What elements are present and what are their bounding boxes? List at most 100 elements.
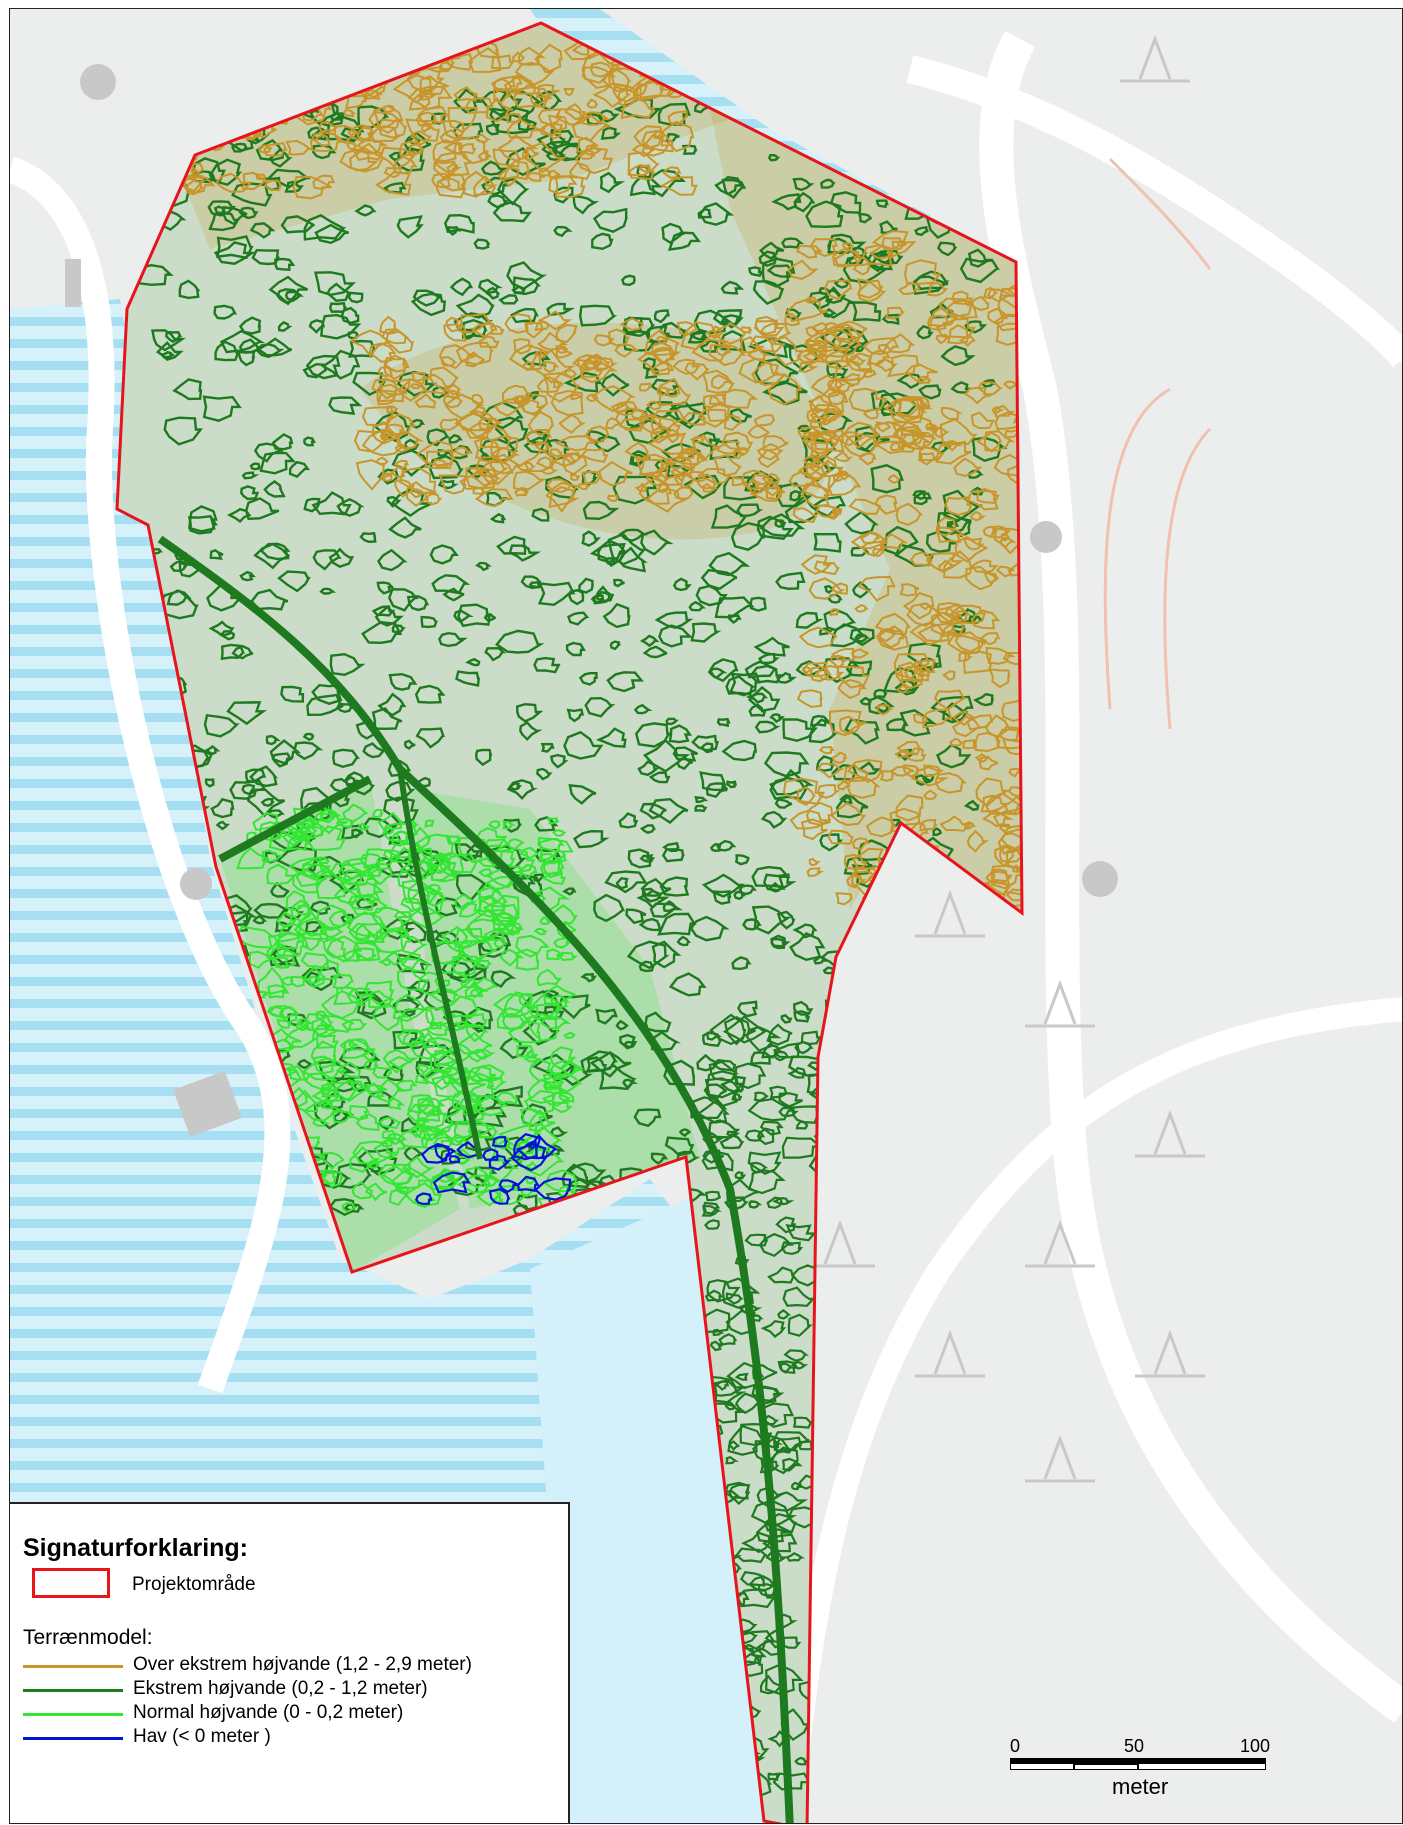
map-canvas[interactable] <box>10 9 1403 1824</box>
contour-line <box>747 1097 795 1122</box>
contour-line <box>856 277 884 299</box>
contour-line <box>639 634 660 648</box>
contour-line <box>536 767 553 781</box>
contour-line <box>372 105 404 134</box>
contour-line <box>333 986 368 1005</box>
contour-line <box>208 211 241 232</box>
contour-line <box>740 336 765 354</box>
contour-line <box>787 1066 807 1079</box>
contour-line <box>448 1155 461 1164</box>
contour-line <box>288 460 311 479</box>
contour-line <box>401 1029 428 1045</box>
contour-line <box>729 407 752 424</box>
contour-line <box>829 654 846 669</box>
contour-line <box>904 259 942 285</box>
contour-line <box>474 1064 505 1083</box>
contour-line <box>790 1360 809 1370</box>
contour-line <box>696 1053 719 1072</box>
contour-line <box>258 144 273 154</box>
contour-line <box>210 158 243 187</box>
contour-line <box>734 1547 770 1564</box>
contour-line <box>734 1171 747 1180</box>
contour-line <box>983 571 998 585</box>
contour-line <box>578 304 618 327</box>
contour-line <box>300 786 333 812</box>
contour-line <box>651 409 686 430</box>
contour-line <box>416 776 432 788</box>
contour-line <box>647 432 687 455</box>
contour-line <box>515 948 540 971</box>
contour-line <box>962 739 976 750</box>
contour-line <box>918 384 942 400</box>
contour-line <box>420 124 432 133</box>
contour-line <box>487 1085 524 1108</box>
contour-line <box>493 938 507 949</box>
contour-line <box>905 363 938 385</box>
contour-line <box>918 446 945 462</box>
contour-line <box>268 943 300 969</box>
contour-line <box>572 194 600 215</box>
contour-line <box>368 990 394 1009</box>
contour-line <box>638 413 664 435</box>
contour-line <box>909 622 946 646</box>
contour-line <box>581 470 603 485</box>
contour-line <box>976 487 1000 504</box>
contour-line <box>658 377 692 407</box>
contour-line <box>592 82 632 108</box>
contour-line <box>312 1118 331 1127</box>
contour-line <box>917 375 933 385</box>
contour-line <box>581 66 617 89</box>
contour-line <box>895 684 909 694</box>
contour-line <box>699 771 728 792</box>
contour-line <box>846 873 867 889</box>
contour-line <box>912 665 932 677</box>
contour-line <box>789 931 826 962</box>
contour-line <box>356 139 389 155</box>
contour-line <box>884 306 906 320</box>
contour-line <box>160 351 176 359</box>
contour-line <box>519 846 539 860</box>
contour-line <box>618 528 648 542</box>
contour-line <box>965 565 999 591</box>
contour-line <box>641 129 674 153</box>
contour-line <box>371 420 405 445</box>
contour-line <box>823 279 853 301</box>
contour-line <box>352 1140 398 1166</box>
contour-line <box>769 713 785 724</box>
contour-line <box>618 546 648 573</box>
contour-line <box>912 713 928 724</box>
project-boundary[interactable] <box>115 21 1024 1824</box>
contour-line <box>859 530 880 545</box>
contour-line <box>902 442 918 453</box>
contour-line <box>483 613 497 622</box>
contour-line <box>705 782 728 799</box>
contour-line <box>552 829 567 837</box>
contour-line <box>165 330 183 343</box>
contour-line <box>363 848 400 869</box>
contour-line <box>694 804 708 813</box>
contour-line <box>759 513 806 537</box>
contour-line <box>727 1424 765 1456</box>
contour-line <box>379 428 394 441</box>
contour-line <box>361 428 407 457</box>
contour-line <box>975 777 1011 808</box>
contour-line <box>787 1313 813 1337</box>
contour-line <box>484 838 509 853</box>
contour-line <box>807 291 834 310</box>
contour-line <box>246 787 286 818</box>
contour-line <box>493 398 521 417</box>
contour-line <box>320 1014 354 1033</box>
contour-line <box>974 753 990 763</box>
contour-line <box>252 812 282 832</box>
contour-line <box>589 1051 632 1078</box>
contour-line <box>959 257 1000 284</box>
contour-line <box>388 516 422 539</box>
contour-line <box>780 1241 804 1256</box>
contour-line <box>535 83 562 99</box>
contour-line <box>704 1219 720 1230</box>
contour-line <box>874 494 898 515</box>
contour-line <box>828 709 867 737</box>
road-east <box>979 30 1402 1723</box>
contour-line <box>557 1184 577 1197</box>
contour-line <box>731 956 752 971</box>
